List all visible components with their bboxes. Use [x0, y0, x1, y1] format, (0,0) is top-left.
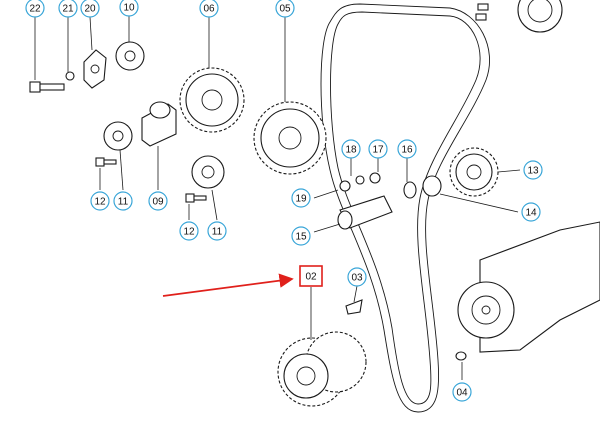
bolt-12-lower [185, 193, 207, 203]
svg-text:16: 16 [401, 145, 413, 156]
callout-21[interactable]: 21 [58, 0, 78, 18]
hub-09 [141, 101, 177, 147]
callout-17[interactable]: 17 [368, 139, 388, 159]
svg-text:10: 10 [123, 3, 135, 14]
svg-text:12: 12 [94, 197, 106, 208]
callout-05[interactable]: 05 [275, 0, 295, 18]
callout-12-upper[interactable]: 12 [90, 191, 110, 211]
sprocket-05 [253, 101, 327, 175]
callout-15[interactable]: 15 [291, 226, 311, 246]
callout-19[interactable]: 19 [291, 188, 311, 208]
bracket-20 [83, 49, 107, 89]
callout-06[interactable]: 06 [199, 0, 219, 18]
svg-text:11: 11 [212, 227, 223, 238]
svg-text:20: 20 [84, 4, 96, 15]
crank-sprocket-02 [277, 331, 367, 407]
key-03 [345, 299, 363, 315]
highlighted-callout-02[interactable]: 02 [299, 265, 323, 287]
svg-text:19: 19 [295, 194, 307, 205]
washer-18 [355, 175, 365, 185]
ring-16 [403, 181, 417, 199]
svg-text:02: 02 [305, 272, 317, 283]
callout-16[interactable]: 16 [397, 139, 417, 159]
svg-text:13: 13 [527, 166, 539, 177]
svg-text:05: 05 [279, 4, 291, 15]
nut-19 [339, 180, 351, 192]
callouts: 22 21 20 10 06 05 18 17 [25, 0, 543, 402]
svg-text:14: 14 [525, 208, 537, 219]
callout-11-lower[interactable]: 11 [207, 221, 227, 241]
svg-text:12: 12 [183, 227, 195, 238]
nut-21 [65, 71, 75, 81]
sprocket-13 [449, 147, 499, 197]
callout-13[interactable]: 13 [523, 160, 543, 180]
leader-lines [34, 15, 521, 380]
sprocket-06 [179, 67, 245, 133]
plate-11-lower [191, 155, 225, 189]
callout-11-upper[interactable]: 11 [113, 191, 133, 211]
svg-text:17: 17 [372, 145, 384, 156]
svg-text:15: 15 [295, 232, 307, 243]
callout-12-lower[interactable]: 12 [179, 221, 199, 241]
svg-text:09: 09 [152, 197, 164, 208]
callout-09[interactable]: 09 [148, 191, 168, 211]
flange-10 [115, 41, 145, 71]
callout-03[interactable]: 03 [347, 267, 367, 287]
svg-text:11: 11 [118, 197, 129, 208]
pointer-arrow [162, 273, 294, 297]
sleeve-14 [422, 175, 442, 197]
pin-04 [455, 351, 467, 361]
svg-text:06: 06 [203, 4, 215, 15]
callout-20[interactable]: 20 [80, 0, 100, 18]
top-right-sprocket [475, 0, 563, 33]
bolt-12-upper [95, 157, 117, 167]
callout-14[interactable]: 14 [521, 202, 541, 222]
svg-text:04: 04 [456, 388, 468, 399]
svg-text:22: 22 [29, 4, 41, 15]
washer-17 [369, 172, 381, 184]
svg-text:21: 21 [62, 4, 74, 15]
svg-text:03: 03 [351, 273, 363, 284]
callout-10[interactable]: 10 [119, 0, 139, 17]
crankshaft [457, 221, 600, 353]
callout-04[interactable]: 04 [452, 382, 472, 402]
callout-22[interactable]: 22 [25, 0, 45, 18]
bolt-22 [29, 81, 65, 93]
plate-11-upper [103, 121, 133, 151]
tensioner-body-15 [337, 195, 393, 230]
svg-text:18: 18 [345, 145, 357, 156]
callout-18[interactable]: 18 [341, 139, 361, 159]
